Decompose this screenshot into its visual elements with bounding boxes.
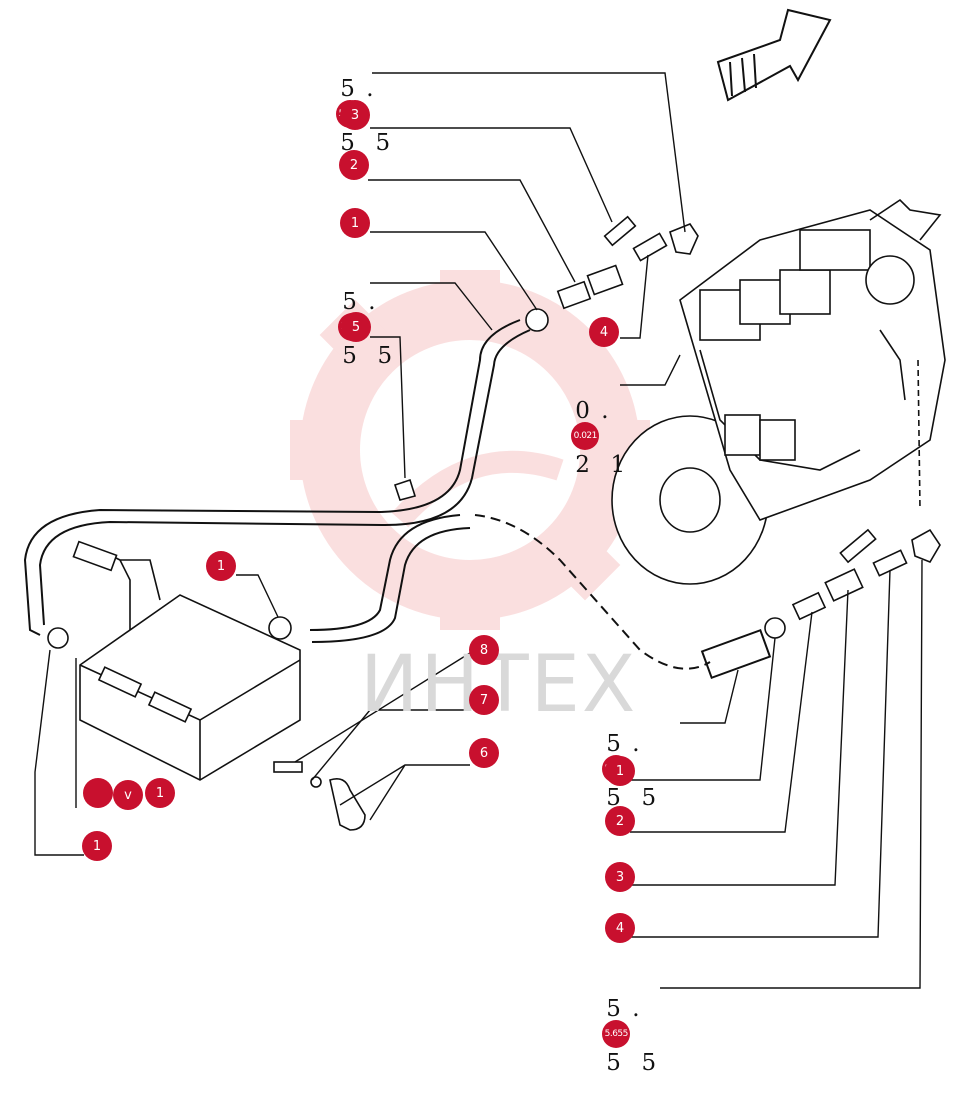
ref-badge[interactable]: 0.021 bbox=[571, 422, 600, 450]
leader-lines bbox=[34, 72, 923, 989]
callout-mid-1[interactable]: 1 bbox=[206, 551, 236, 581]
ref-suffix: 5 5 bbox=[606, 785, 659, 811]
clamps bbox=[47, 478, 417, 831]
ref-suffix: 5 5 bbox=[342, 343, 395, 369]
callout-right-8[interactable]: 8 bbox=[469, 635, 499, 665]
callout-box-v[interactable]: v bbox=[113, 780, 143, 810]
hoses bbox=[23, 319, 772, 680]
callout-right-3[interactable]: 3 bbox=[605, 862, 635, 892]
ref-suffix: 5 5 bbox=[606, 1050, 659, 1076]
diagram-canvas: ИНТЕХ 5 . 5.655 5 5 5 . 5.655 5 5 0 . 0.… bbox=[23, 8, 946, 1076]
callout-top-4[interactable]: 4 bbox=[589, 317, 619, 347]
callout-top-3[interactable]: 3 bbox=[340, 100, 370, 130]
control-unit-box bbox=[72, 540, 301, 781]
ref-prefix: 0 . bbox=[575, 398, 611, 424]
ref-suffix: 5 5 bbox=[340, 130, 393, 156]
callout-top-2[interactable]: 2 bbox=[339, 150, 369, 180]
parts-diagram bbox=[23, 8, 946, 989]
ref-prefix: 5 . bbox=[340, 76, 376, 102]
callout-box-1[interactable]: 1 bbox=[145, 778, 175, 808]
ref-label-bottom: 5 . 5.655 5 5 bbox=[569, 970, 658, 1102]
ref-prefix: 5 . bbox=[606, 731, 642, 757]
direction-arrow bbox=[716, 8, 832, 102]
fittings-top bbox=[525, 215, 699, 332]
callout-right-7[interactable]: 7 bbox=[469, 685, 499, 715]
ref-badge[interactable]: 5.655 bbox=[602, 1020, 631, 1048]
ref-suffix: 2 1 bbox=[575, 452, 628, 478]
callout-left-bottom-1[interactable]: 1 bbox=[82, 831, 112, 861]
fittings-right bbox=[764, 528, 941, 639]
ref-prefix: 5 . bbox=[342, 289, 378, 315]
callout-right-4[interactable]: 4 bbox=[605, 913, 635, 943]
callout-right-2[interactable]: 2 bbox=[605, 806, 635, 836]
engine-assembly bbox=[611, 198, 946, 585]
callout-top-1[interactable]: 1 bbox=[340, 208, 370, 238]
ref-label-engine: 0 . 0.021 2 1 bbox=[538, 372, 627, 504]
callout-box-a[interactable] bbox=[83, 778, 113, 808]
callout-right-1[interactable]: 1 bbox=[605, 756, 635, 786]
callout-left-5[interactable]: 5 bbox=[341, 312, 371, 342]
callout-right-6[interactable]: 6 bbox=[469, 738, 499, 768]
